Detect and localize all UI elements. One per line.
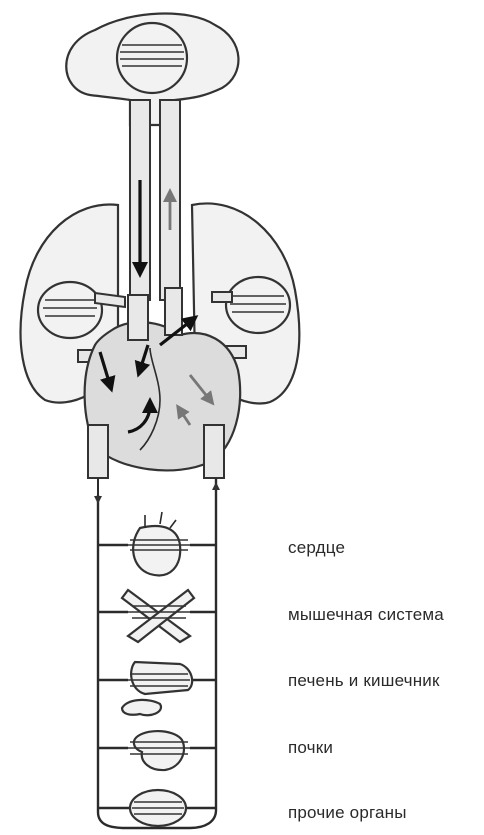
organ-kidney-icon <box>128 731 190 770</box>
label-muscle-system: мышечная система <box>288 605 444 625</box>
label-heart: сердце <box>288 538 345 558</box>
brain-vessels <box>130 100 180 300</box>
label-kidneys: почки <box>288 738 333 758</box>
label-other-organs: прочие органы <box>288 803 407 823</box>
organ-muscle-icon <box>122 590 194 642</box>
organ-heart-icon <box>128 512 190 575</box>
organ-liver-intestine-icon <box>122 662 192 715</box>
brain-icon <box>66 14 238 125</box>
organ-other-icon <box>130 790 186 826</box>
label-liver-intestine: печень и кишечник <box>288 671 440 691</box>
